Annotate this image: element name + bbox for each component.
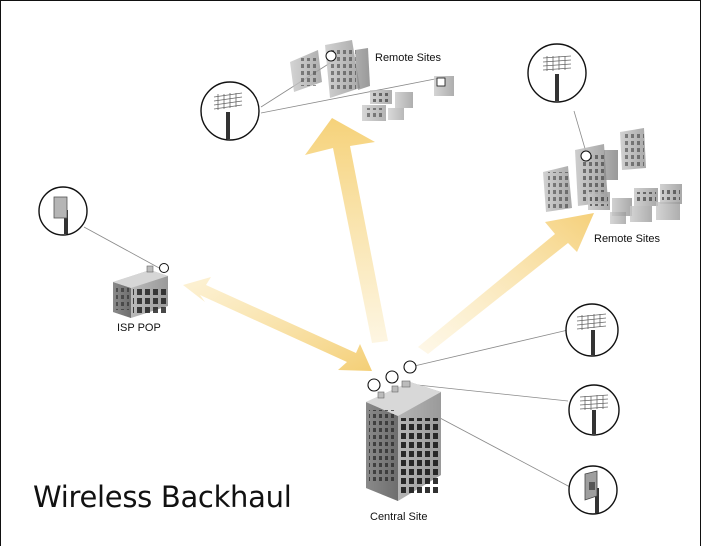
remote-sites-right-label: Remote Sites: [594, 233, 661, 245]
arrow-to-isp-pop: [183, 277, 372, 371]
grid-antenna-icon: [527, 43, 587, 103]
grid-antenna-icon: [568, 384, 620, 436]
grid-antenna-icon: [565, 303, 619, 357]
central-site-building: [366, 360, 441, 501]
central-site-label: Central Site: [370, 511, 428, 523]
isp-pop-building: [113, 263, 169, 318]
connection-lines: [83, 62, 587, 488]
dish-antenna-icon: [568, 465, 618, 515]
remote-sites-top-label: Remote Sites: [375, 52, 442, 64]
remote-sites-top-cluster: [290, 40, 454, 121]
arrow-to-remote-top: [305, 118, 388, 343]
remote-sites-right-cluster: [543, 128, 682, 224]
isp-pop-label: ISP POP: [117, 322, 161, 334]
panel-antenna-icon: [38, 186, 88, 236]
diagram-title: Wireless Backhaul: [33, 480, 292, 514]
arrow-to-remote-right: [418, 213, 594, 354]
grid-antenna-icon: [200, 81, 260, 141]
